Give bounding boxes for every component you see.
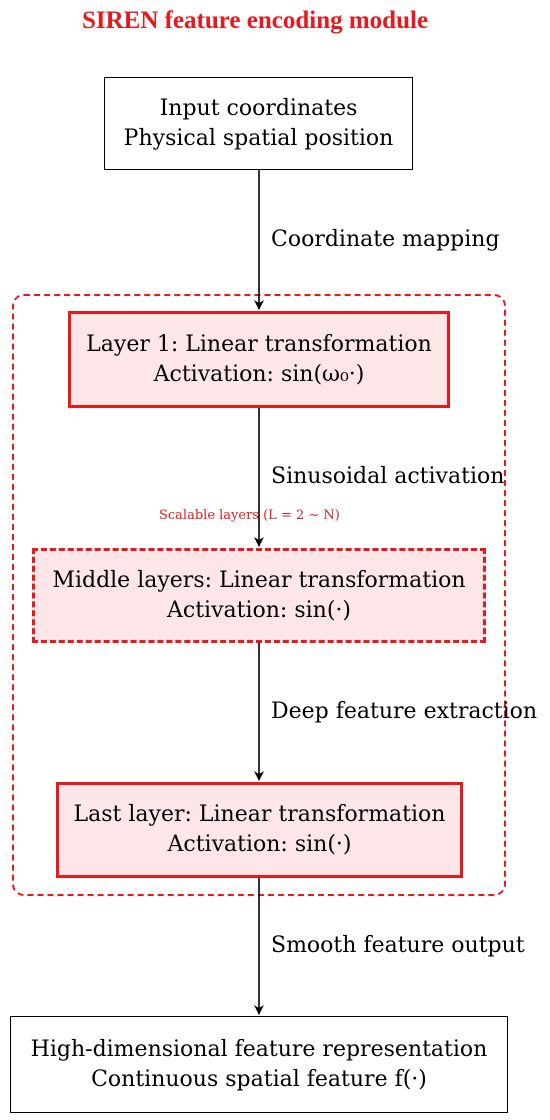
middle-node-line2: Activation: sin(·) — [167, 597, 351, 623]
output-node-line1: High-dimensional feature representation — [30, 1036, 488, 1062]
edge-label-coordinate-mapping: Coordinate mapping — [271, 227, 500, 252]
layer1-node-line1: Layer 1: Linear transformation — [86, 331, 432, 357]
layer1-node-line2: Activation: sin(ω₀·) — [153, 361, 365, 387]
input-coordinates-node: Input coordinates Physical spatial posit… — [104, 77, 413, 170]
input-node-line1: Input coordinates — [159, 95, 358, 121]
diagram-title: SIREN feature encoding module — [81, 7, 429, 34]
edge-label-smooth-feature-output: Smooth feature output — [271, 933, 525, 958]
output-node-line2: Continuous spatial feature f(·) — [91, 1066, 427, 1092]
edge-label-sinusoidal-activation: Sinusoidal activation — [271, 464, 505, 489]
last-node-line2: Activation: sin(·) — [167, 832, 352, 857]
middle-node-line1: Middle layers: Linear transformation — [52, 567, 466, 593]
edge-label-deep-feature-extraction: Deep feature extraction — [271, 699, 538, 724]
last-layer-node: Last layer: Linear transformation Activa… — [56, 782, 463, 878]
feature-representation-node: High-dimensional feature representation … — [10, 1016, 508, 1113]
middle-layers-node: Middle layers: Linear transformation Act… — [32, 548, 486, 643]
layer1-node: Layer 1: Linear transformation Activatio… — [68, 311, 450, 408]
last-node-line1: Last layer: Linear transformation — [73, 802, 446, 827]
scalable-layers-label: Scalable layers (L = 2 ∼ N) — [159, 508, 340, 523]
input-node-line2: Physical spatial position — [123, 125, 394, 151]
